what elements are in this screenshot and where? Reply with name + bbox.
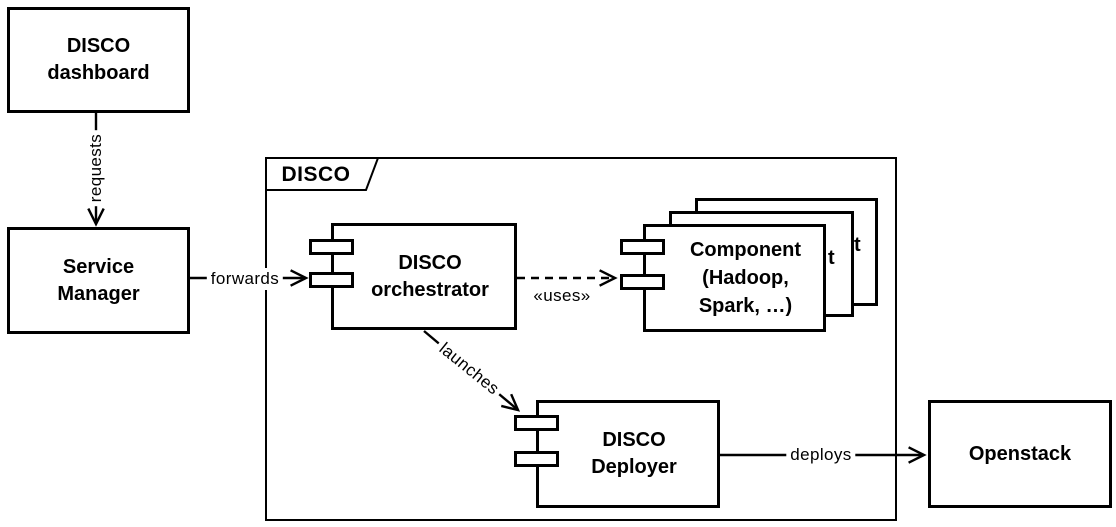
- component-icon-tab-orchestrator-2: [309, 272, 354, 288]
- disco-orchestrator-label: DISCO orchestrator: [371, 251, 489, 301]
- disco-deployer-label: DISCO Deployer: [591, 429, 677, 478]
- node-disco-dashboard: DISCO dashboard: [7, 7, 190, 113]
- node-service-manager: Service Manager: [7, 227, 190, 334]
- node-disco-orchestrator: DISCO orchestrator: [331, 223, 517, 330]
- edge-label-requests: requests: [85, 129, 107, 207]
- component-icon-tab-deployer-2: [514, 451, 559, 467]
- service-manager-label: Service Manager: [57, 255, 140, 305]
- disco-dashboard-label: DISCO dashboard: [47, 35, 150, 84]
- component-icon-tab-deployer-1: [514, 415, 559, 431]
- openstack-label: Openstack: [968, 442, 1072, 465]
- component-icon-tab-component-1: [620, 239, 665, 255]
- edge-label-deploys: deploys: [786, 444, 856, 466]
- node-component: Component (Hadoop, Spark, …): [643, 224, 826, 332]
- package-tab-label: DISCO: [281, 162, 351, 186]
- component-back-clipped-text: t: [854, 234, 861, 256]
- node-disco-deployer: DISCO Deployer: [536, 400, 720, 508]
- component-label: Component (Hadoop, Spark, …): [689, 239, 802, 317]
- node-openstack: Openstack: [928, 400, 1112, 508]
- edge-label-forwards: forwards: [206, 268, 284, 290]
- component-middle-clipped-text: t: [828, 247, 835, 269]
- component-icon-tab-orchestrator-1: [309, 239, 354, 255]
- edge-label-uses: «uses»: [529, 285, 595, 307]
- component-icon-tab-component-2: [620, 274, 665, 290]
